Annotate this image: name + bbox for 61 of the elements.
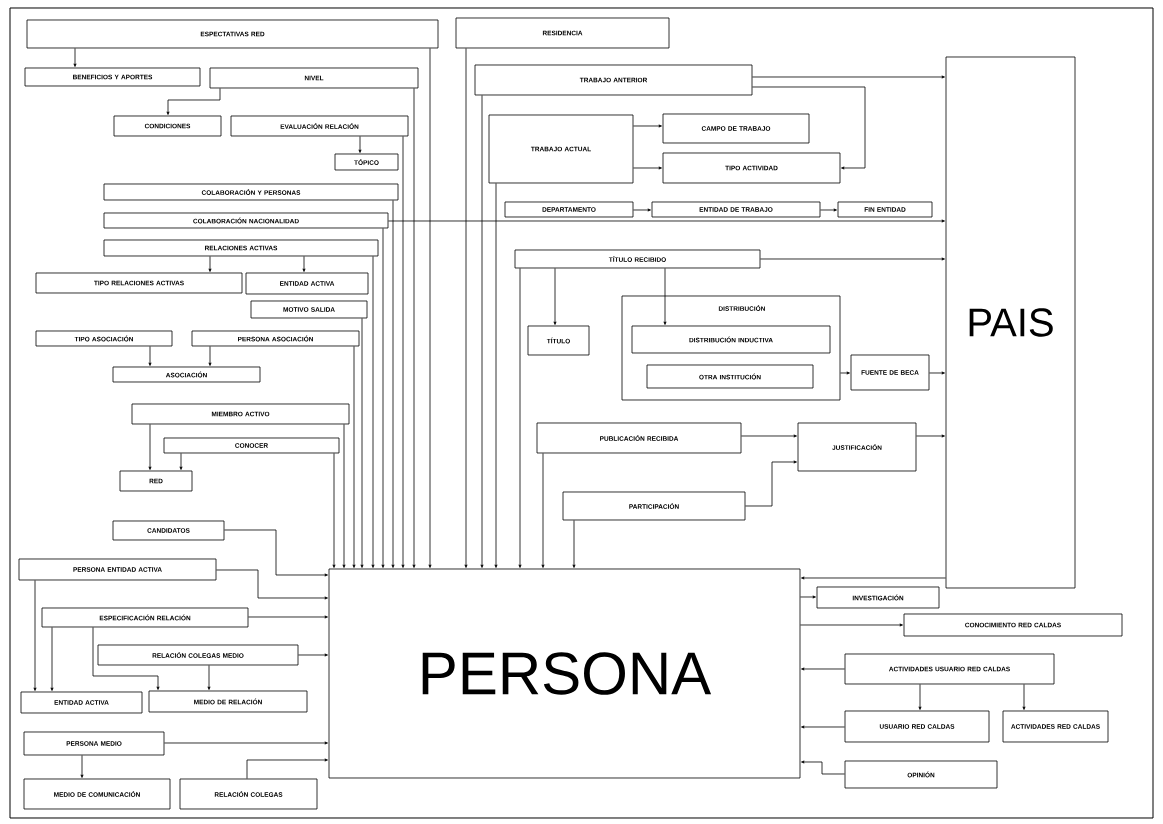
connector <box>494 183 498 568</box>
connector <box>401 136 405 568</box>
connector <box>572 520 576 568</box>
entity-box: PERSONA <box>328 568 801 779</box>
connector <box>391 200 395 568</box>
connector <box>208 256 212 272</box>
connector <box>164 741 328 745</box>
connector <box>302 256 306 272</box>
connector <box>820 208 837 212</box>
connector <box>371 256 375 568</box>
connector <box>741 434 797 438</box>
connector <box>801 667 845 671</box>
connector <box>801 576 946 580</box>
connector <box>360 318 364 568</box>
connector <box>166 88 221 115</box>
connector <box>918 684 922 710</box>
connector <box>1022 684 1026 710</box>
connector <box>342 424 346 568</box>
connector <box>80 755 84 778</box>
connector <box>518 268 522 568</box>
connector <box>358 136 362 153</box>
connector <box>216 569 328 600</box>
connector <box>73 48 77 67</box>
connector <box>388 219 945 223</box>
connector <box>916 434 945 438</box>
connector <box>801 760 845 775</box>
connector <box>148 346 152 366</box>
connector <box>33 580 37 691</box>
connector <box>800 623 903 627</box>
connector <box>633 124 662 128</box>
connector <box>752 86 866 170</box>
connector <box>464 48 468 568</box>
connector <box>663 268 667 325</box>
connector <box>224 529 328 577</box>
connector <box>553 268 557 325</box>
connector <box>298 653 328 657</box>
connector <box>148 424 152 470</box>
connector <box>801 725 845 729</box>
connector <box>179 453 183 470</box>
connector <box>208 346 212 366</box>
connector <box>840 371 850 375</box>
connector <box>428 48 432 568</box>
connector <box>50 627 54 691</box>
connector <box>760 257 945 261</box>
connector <box>381 228 385 568</box>
connector <box>633 166 662 170</box>
connector <box>480 95 484 568</box>
connector <box>745 460 797 507</box>
connector <box>207 665 211 690</box>
connector <box>352 346 356 568</box>
connector <box>246 758 328 779</box>
connector <box>633 208 651 212</box>
connector <box>412 88 416 568</box>
entity-box: PAIS <box>945 56 1076 589</box>
connector <box>332 453 336 568</box>
connector <box>800 595 816 599</box>
connector <box>248 615 328 619</box>
connector <box>752 75 945 79</box>
connector <box>92 627 160 690</box>
connector <box>929 371 945 375</box>
connector <box>541 453 545 568</box>
